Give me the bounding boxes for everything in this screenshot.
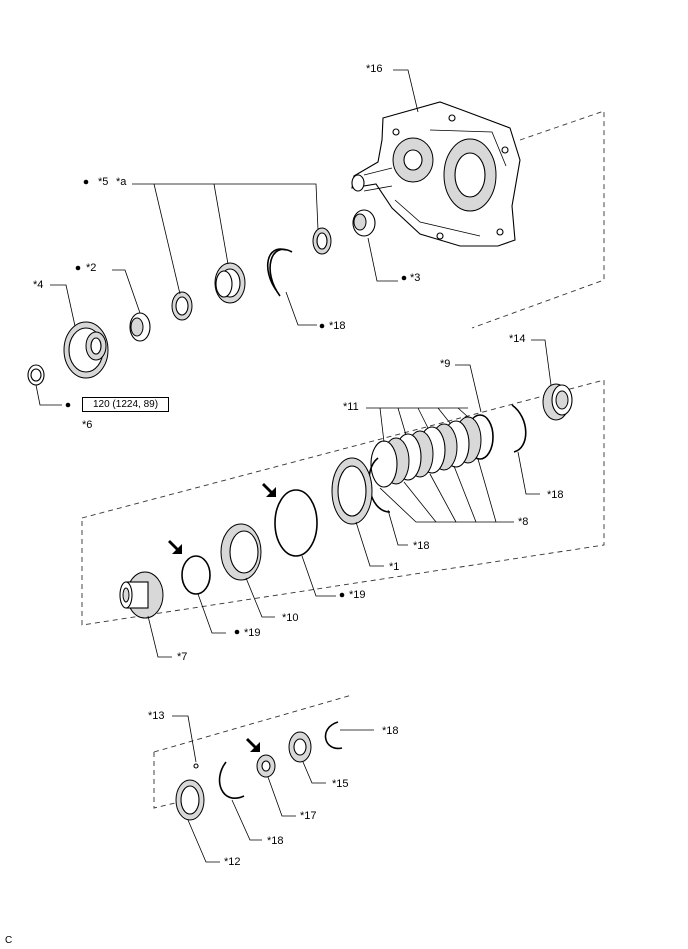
spring-retainer-part-15 [288,731,312,763]
bearing-part-5-left [171,291,193,321]
label-part-18-lower-right: *18 [382,725,399,737]
label-part-6: *6 [82,419,92,431]
dashed-boundary-upper [471,110,605,329]
flange-part-12 [175,779,205,821]
dashed-boundary-lower [153,694,353,809]
label-part-11: *11 [343,401,359,413]
drum-part-7 [119,571,164,619]
piston-part-10 [220,523,262,581]
snap-ring-part-18-right [511,404,527,453]
label-part-18-lower: *18 [267,835,284,847]
label-part-12: *12 [224,856,241,868]
label-part-18-upper: *18 [329,320,346,332]
label-part-18-right: *18 [547,489,564,501]
label-part-13: *13 [148,710,165,722]
label-part-15: *15 [332,778,349,790]
install-direction-arrow-icon [168,483,276,752]
o-ring-part-19-small [181,555,211,595]
label-part-19-small: *19 [244,627,261,639]
shim-part-6 [27,364,45,386]
bearing-race-part-2 [129,312,151,342]
bearing-race-part-5-middle [214,262,246,304]
label-note-a: *a [116,176,127,188]
label-part-4: *4 [33,279,43,291]
label-part-18-middle: *18 [413,540,430,552]
bullet-dot-icon [65,179,407,635]
label-part-1: *1 [389,561,399,573]
seal-part-17 [256,754,276,778]
gear-part-4 [63,321,109,379]
o-ring-part-19-large [274,489,318,557]
pin-part-13 [193,763,199,769]
snap-ring-part-18-lower-right [324,721,343,750]
footer-code: C [5,935,12,946]
label-part-2: *2 [86,262,96,274]
label-part-14: *14 [509,333,526,345]
leader-lines [35,69,552,863]
label-part-19-large: *19 [349,589,366,601]
bearing-part-3 [352,209,376,237]
gear-part-14 [542,383,573,421]
label-part-17: *17 [300,810,317,822]
label-part-8: *8 [518,516,528,528]
label-part-5: *5 [98,176,108,188]
label-part-9: *9 [440,358,450,370]
dashed-boundary-middle [81,379,605,626]
snap-ring-part-18-lower [218,761,245,799]
bearing-part-5-right [312,227,332,255]
label-part-10: *10 [282,612,299,624]
torque-spec-box: 120 (1224, 89) [82,397,169,412]
flange-part-1 [331,457,373,525]
transaxle-case-part-16 [351,101,521,247]
label-part-7: *7 [177,651,187,663]
label-part-16: *16 [366,63,383,75]
clutch-pack-parts-8-11 [370,414,494,488]
snap-ring-part-18-upper [267,248,293,297]
label-part-3: *3 [410,272,420,284]
